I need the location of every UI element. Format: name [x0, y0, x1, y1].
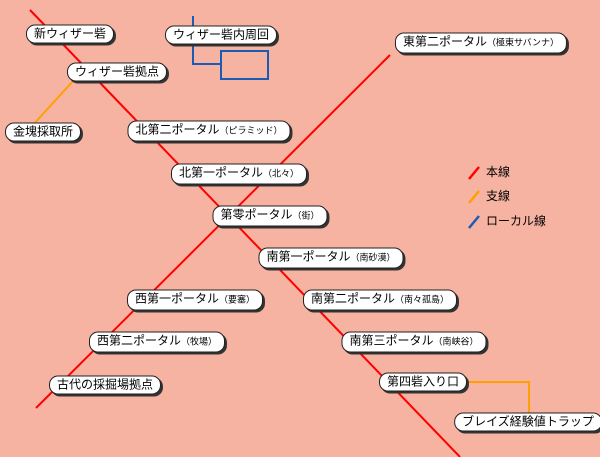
main-line-swatch-icon	[468, 165, 480, 180]
legend-branch: 支線	[466, 187, 510, 205]
station-west-first[interactable]: 西第一ポータル（要塞）	[126, 289, 264, 311]
legend-label: ローカル線	[486, 214, 547, 228]
station-name: 南第二ポータル	[310, 291, 395, 306]
station-note: （ピラミッド）	[219, 126, 283, 137]
station-fourth-fort[interactable]: 第四砦入り口	[378, 372, 468, 392]
station-ancient[interactable]: 古代の採掘場拠点	[48, 375, 162, 395]
station-east-second[interactable]: 東第二ポータル（極東サバンナ）	[394, 32, 568, 54]
station-note: （要塞）	[219, 295, 256, 306]
station-west-second[interactable]: 西第二ポータル（牧場）	[88, 331, 226, 353]
station-name: ウィザー砦内周回	[172, 27, 270, 42]
legend-main: 本線	[466, 163, 510, 181]
branch-line-swatch-icon	[468, 189, 480, 204]
station-wiza-loop[interactable]: ウィザー砦内周回	[164, 25, 278, 45]
station-north-first[interactable]: 北第一ポータル（北々）	[170, 163, 308, 185]
branch-line-kinkai	[31, 79, 75, 127]
station-name: ウィザー砦拠点	[74, 64, 160, 79]
station-note: （南砂漠）	[350, 253, 396, 264]
station-name: 西第二ポータル	[96, 333, 181, 348]
station-name: 金塊採取所	[12, 124, 74, 139]
station-name: 北第二ポータル	[135, 122, 220, 137]
station-note: （南々孤島）	[395, 295, 450, 306]
station-note: （極東サバンナ）	[486, 38, 560, 49]
station-shin-wiza[interactable]: 新ウィザー砦	[25, 24, 115, 44]
station-name: 西第一ポータル	[134, 291, 219, 306]
station-name: 新ウィザー砦	[33, 26, 107, 41]
station-blaze-trap[interactable]: ブレイズ経験値トラップ	[454, 412, 600, 432]
station-north-second[interactable]: 北第二ポータル（ピラミッド）	[127, 120, 291, 142]
station-south-second[interactable]: 南第二ポータル（南々孤島）	[302, 289, 458, 311]
legend-local: ローカル線	[466, 212, 546, 230]
station-note: （北々）	[263, 169, 300, 180]
local-line-loop-box	[220, 50, 269, 80]
station-south-first[interactable]: 南第一ポータル（南砂漠）	[258, 247, 404, 269]
station-name: ブレイズ経験値トラップ	[462, 414, 594, 429]
station-kinkai[interactable]: 金塊採取所	[4, 122, 82, 142]
station-note: （牧場）	[181, 337, 218, 348]
station-name: 古代の採掘場拠点	[56, 377, 154, 392]
station-name: 北第一ポータル	[178, 165, 263, 180]
station-name: 南第三ポータル	[349, 333, 434, 348]
legend-label: 本線	[486, 165, 511, 179]
local-line-swatch-icon	[468, 214, 480, 229]
station-name: 第零ポータル	[220, 207, 293, 222]
main-line-northeast-southwest	[35, 54, 391, 409]
station-zero[interactable]: 第零ポータル（街）	[212, 205, 328, 227]
station-note: （街）	[292, 211, 320, 222]
station-south-third[interactable]: 南第三ポータル（南峡谷）	[341, 331, 487, 353]
station-name: 第四砦入り口	[386, 374, 460, 389]
station-note: （南峡谷）	[433, 337, 479, 348]
station-wiza-base[interactable]: ウィザー砦拠点	[66, 62, 168, 82]
legend-label: 支線	[486, 189, 511, 203]
station-name: 東第二ポータル	[402, 34, 487, 49]
station-name: 南第一ポータル	[266, 249, 351, 264]
